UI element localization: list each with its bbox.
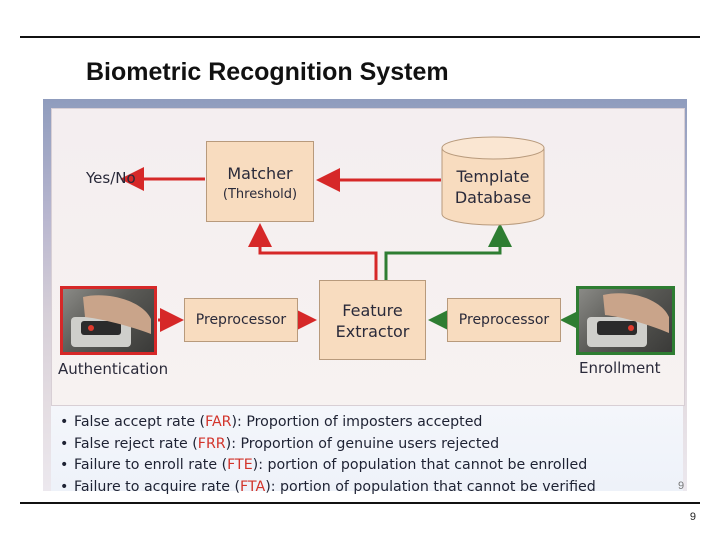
feature-extractor-box: Feature Extractor (319, 280, 426, 360)
authentication-label: Authentication (58, 360, 169, 378)
page-number: 9 (689, 511, 696, 523)
matcher-title: Matcher (227, 164, 293, 183)
list-item: •Failure to enroll rate (FTE): portion o… (60, 457, 588, 473)
top-rule (20, 36, 700, 38)
preprocessor-left-box: Preprocessor (184, 298, 298, 342)
fingerprint-scanner-icon (587, 293, 669, 347)
slide-title: Biometric Recognition System (86, 58, 449, 86)
bullets-area (51, 406, 683, 491)
list-item: •False accept rate (FAR): Proportion of … (60, 414, 483, 430)
bottom-rule (20, 502, 700, 504)
matcher-box: Matcher (Threshold) (206, 141, 314, 222)
decision-label: Yes/No (86, 169, 136, 187)
enroll-fingerprint-image (576, 286, 675, 355)
extractor-label-1: Feature (342, 301, 403, 320)
list-item: •Failure to acquire rate (FTA): portion … (60, 478, 596, 495)
auth-fingerprint-image (60, 286, 157, 355)
figure-corner-mark: 9 (678, 480, 685, 492)
extractor-label-2: Extractor (335, 322, 410, 341)
preprocessor-left-label: Preprocessor (195, 312, 287, 328)
preprocessor-right-box: Preprocessor (447, 298, 561, 342)
matcher-subtitle: (Threshold) (222, 187, 298, 202)
enrollment-label: Enrollment (579, 359, 661, 377)
template-database: Template Database (441, 136, 545, 226)
database-label-2: Database (454, 188, 532, 207)
fingerprint-scanner-icon (71, 295, 151, 347)
error-rate-list: •False accept rate (FAR): Proportion of … (60, 412, 596, 498)
preprocessor-right-label: Preprocessor (458, 312, 550, 328)
list-item: •False reject rate (FRR): Proportion of … (60, 435, 500, 452)
database-icon (441, 136, 545, 226)
database-label-1: Template (456, 167, 530, 186)
